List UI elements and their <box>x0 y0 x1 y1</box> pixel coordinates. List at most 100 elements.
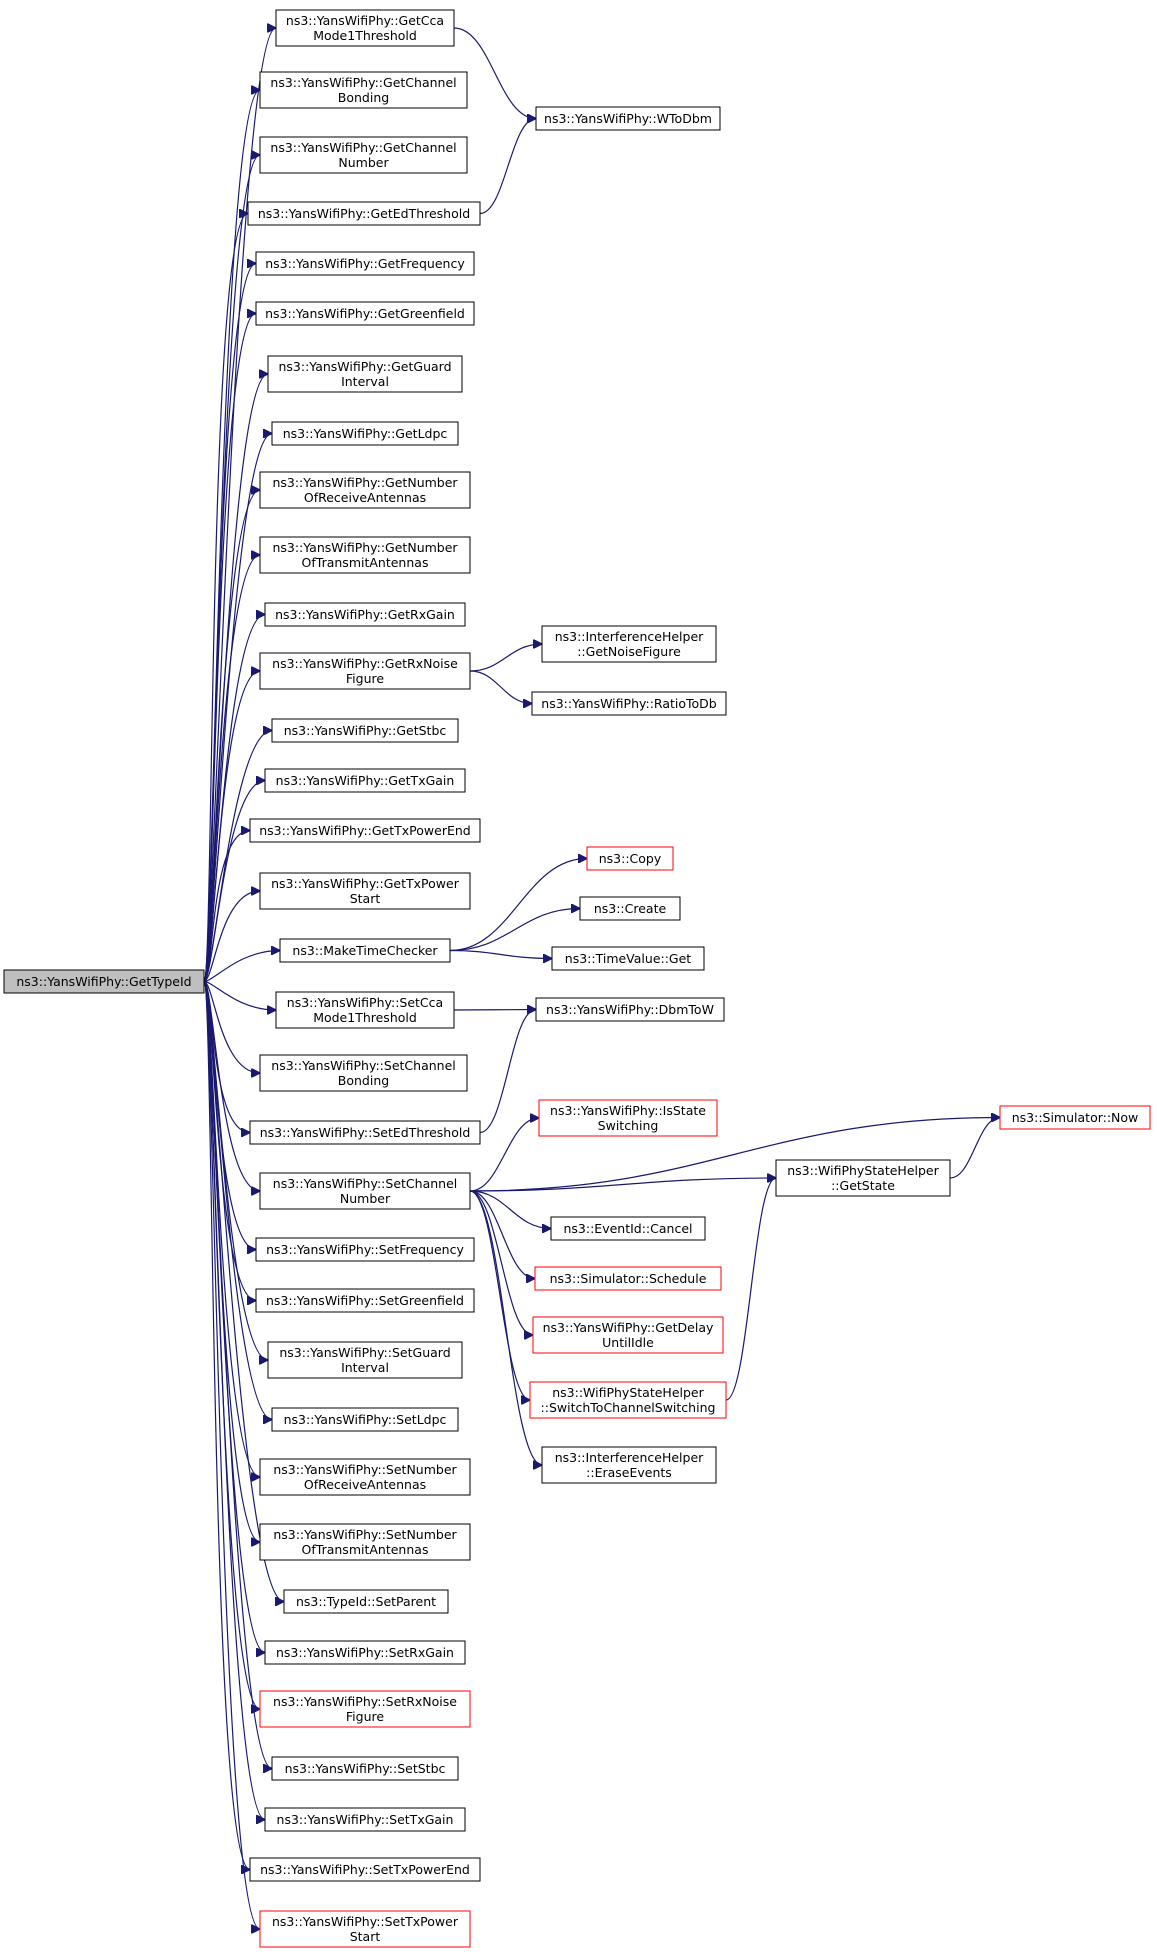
node-gettxg[interactable]: ns3::YansWifiPhy::GetTxGain <box>264 768 466 793</box>
node-ratiotodb[interactable]: ns3::YansWifiPhy::RatioToDb <box>531 691 727 716</box>
node-label: OfTransmitAntennas <box>302 555 429 570</box>
node-box <box>264 1640 466 1665</box>
node-label: ns3::TimeValue::Get <box>565 951 692 966</box>
node-label: ns3::YansWifiPhy::GetNumber <box>272 475 458 490</box>
edge-root-to-mtc <box>203 951 280 983</box>
node-box <box>259 1054 468 1092</box>
node-box <box>999 1105 1151 1130</box>
node-box <box>541 625 717 663</box>
node-copy[interactable]: ns3::Copy <box>586 846 674 871</box>
node-label: ns3::YansWifiPhy::GetTxGain <box>276 773 455 788</box>
edge-setchn-to-schedule <box>469 1190 535 1279</box>
node-cancel[interactable]: ns3::EventId::Cancel <box>550 1216 706 1241</box>
node-box <box>259 1690 471 1728</box>
node-erase[interactable]: ns3::InterferenceHelper::EraseEvents <box>541 1446 717 1484</box>
node-label: ::GetState <box>831 1178 895 1193</box>
node-label: ns3::YansWifiPhy::SetRxNoise <box>273 1694 457 1709</box>
node-box <box>259 136 468 174</box>
node-setnta[interactable]: ns3::YansWifiPhy::SetNumberOfTransmitAnt… <box>259 1523 471 1561</box>
node-setparent[interactable]: ns3::TypeId::SetParent <box>283 1589 449 1614</box>
node-box <box>249 818 481 843</box>
node-settxg[interactable]: ns3::YansWifiPhy::SetTxGain <box>264 1807 466 1832</box>
node-box <box>550 1216 706 1241</box>
node-label: ns3::YansWifiPhy::GetTxPower <box>271 876 460 891</box>
node-label: ::GetNoiseFigure <box>577 644 681 659</box>
node-dbmtow[interactable]: ns3::YansWifiPhy::DbmToW <box>535 997 725 1022</box>
node-geted[interactable]: ns3::YansWifiPhy::GetEdThreshold <box>247 201 481 226</box>
node-setrxg[interactable]: ns3::YansWifiPhy::SetRxGain <box>264 1640 466 1665</box>
node-tvget[interactable]: ns3::TimeValue::Get <box>551 946 705 971</box>
node-label: ns3::YansWifiPhy::GetLdpc <box>283 426 448 441</box>
node-label: ns3::YansWifiPhy::SetGreenfield <box>266 1293 464 1308</box>
node-box <box>271 1756 459 1781</box>
node-box <box>3 969 205 994</box>
node-box <box>259 1172 471 1210</box>
node-ihnf[interactable]: ns3::InterferenceHelper::GetNoiseFigure <box>541 625 717 663</box>
node-getstbc[interactable]: ns3::YansWifiPhy::GetStbc <box>271 718 459 743</box>
node-box <box>267 1341 463 1379</box>
node-wtodbm[interactable]: ns3::YansWifiPhy::WToDbm <box>535 106 721 131</box>
node-seted[interactable]: ns3::YansWifiPhy::SetEdThreshold <box>249 1120 481 1145</box>
edge-line <box>479 119 536 215</box>
node-gettxpe[interactable]: ns3::YansWifiPhy::GetTxPowerEnd <box>249 818 481 843</box>
edge-setchn-to-getdelay <box>469 1190 533 1335</box>
edge-line <box>203 980 284 1602</box>
node-box <box>255 251 475 276</box>
node-box <box>283 1589 449 1614</box>
node-getfreq[interactable]: ns3::YansWifiPhy::GetFrequency <box>255 251 475 276</box>
edge-line <box>469 1190 551 1229</box>
node-getldpc[interactable]: ns3::YansWifiPhy::GetLdpc <box>271 421 459 446</box>
node-switchto[interactable]: ns3::WifiPhyStateHelper::SwitchToChannel… <box>529 1381 727 1419</box>
node-getrxg[interactable]: ns3::YansWifiPhy::GetRxGain <box>264 602 466 627</box>
node-box <box>271 718 459 743</box>
node-settxpe[interactable]: ns3::YansWifiPhy::SetTxPowerEnd <box>249 1857 481 1882</box>
node-root[interactable]: ns3::YansWifiPhy::GetTypeId <box>3 969 205 994</box>
edge-line <box>469 1190 533 1335</box>
node-getstate[interactable]: ns3::WifiPhyStateHelper::GetState <box>775 1159 951 1197</box>
node-label: ns3::Simulator::Now <box>1012 1110 1139 1125</box>
node-setfreq[interactable]: ns3::YansWifiPhy::SetFrequency <box>255 1237 475 1262</box>
node-label: Bonding <box>338 1073 389 1088</box>
node-label: ns3::Create <box>594 901 667 916</box>
node-setldpc[interactable]: ns3::YansWifiPhy::SetLdpc <box>271 1407 459 1432</box>
node-now[interactable]: ns3::Simulator::Now <box>999 1105 1151 1130</box>
node-box <box>267 355 463 393</box>
edge-switchto-to-getstate <box>725 1178 776 1401</box>
node-getnra[interactable]: ns3::YansWifiPhy::GetNumberOfReceiveAnte… <box>259 471 471 509</box>
node-setstbc[interactable]: ns3::YansWifiPhy::SetStbc <box>271 1756 459 1781</box>
node-getnta[interactable]: ns3::YansWifiPhy::GetNumberOfTransmitAnt… <box>259 536 471 574</box>
node-label: ns3::YansWifiPhy::GetGuard <box>278 359 451 374</box>
node-create[interactable]: ns3::Create <box>579 896 681 921</box>
edge-line <box>203 980 260 1074</box>
node-label: ns3::YansWifiPhy::SetNumber <box>273 1527 457 1542</box>
node-layer: ns3::YansWifiPhy::GetTypeIdns3::YansWifi… <box>3 9 1151 1948</box>
node-label: ns3::YansWifiPhy::SetChannel <box>273 1176 457 1191</box>
node-box <box>247 201 481 226</box>
edge-setchn-to-erase <box>469 1190 542 1465</box>
edge-root-to-gettxpe <box>203 831 250 983</box>
node-label: Figure <box>346 671 384 686</box>
node-label: ns3::YansWifiPhy::GetRxNoise <box>272 656 458 671</box>
node-setnra[interactable]: ns3::YansWifiPhy::SetNumberOfReceiveAnte… <box>259 1458 471 1496</box>
edge-seted-to-dbmtow <box>479 1010 536 1134</box>
edge-mtc-to-tvget <box>449 949 552 959</box>
node-mtc[interactable]: ns3::MakeTimeChecker <box>279 938 451 963</box>
node-schedule[interactable]: ns3::Simulator::Schedule <box>534 1266 722 1291</box>
node-setgf[interactable]: ns3::YansWifiPhy::SetGreenfield <box>255 1288 475 1313</box>
edge-line <box>479 1010 536 1134</box>
node-getgf[interactable]: ns3::YansWifiPhy::GetGreenfield <box>255 301 475 326</box>
